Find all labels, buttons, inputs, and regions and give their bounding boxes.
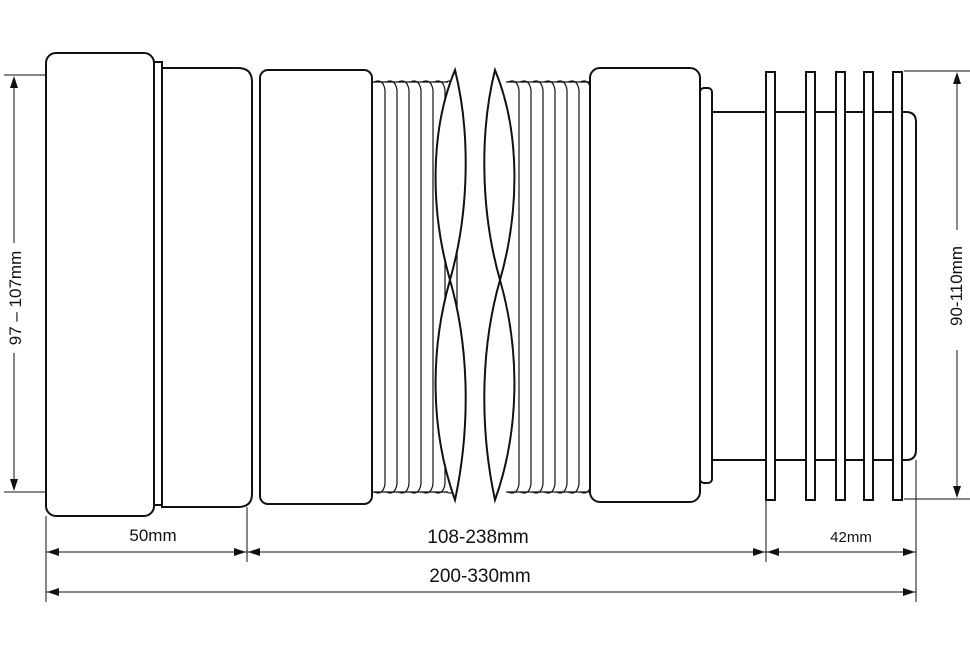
right-sleeve bbox=[589, 67, 713, 503]
outlet-diameter-label: 90-110mm bbox=[947, 246, 966, 326]
corrugation-rib bbox=[421, 80, 434, 494]
left-sleeve bbox=[259, 69, 373, 505]
total-length-dimension: 200-330mm bbox=[46, 566, 916, 596]
outlet-length-label: 42mm bbox=[830, 529, 872, 546]
inlet-cuff bbox=[45, 52, 253, 517]
corrugation-rib bbox=[543, 80, 556, 494]
inlet-diameter-label: 97 – 107mm bbox=[6, 251, 25, 346]
inlet-length-label: 50mm bbox=[129, 526, 176, 545]
corrugation-rib bbox=[555, 80, 568, 494]
corrugation-rib bbox=[373, 80, 386, 494]
inlet-diameter-dimension: 97 – 107mm bbox=[4, 74, 46, 493]
break-symbol bbox=[434, 66, 516, 504]
corrugation-rib bbox=[433, 80, 446, 494]
total-length-label: 200-330mm bbox=[429, 566, 530, 587]
corrugation-rib bbox=[409, 80, 422, 494]
corrugation-rib bbox=[397, 80, 410, 494]
corrugated-section bbox=[372, 80, 592, 494]
corrugation-rib bbox=[507, 80, 520, 494]
corrugated-length-dimension: 108-238mm bbox=[247, 527, 766, 556]
extension-lines bbox=[45, 460, 917, 602]
corrugation-rib bbox=[519, 80, 532, 494]
outlet-length-dimension: 42mm bbox=[766, 529, 916, 556]
corrugated-length-label: 108-238mm bbox=[427, 527, 528, 548]
inlet-length-dimension: 50mm bbox=[46, 526, 247, 556]
corrugation-rib bbox=[567, 80, 580, 494]
corrugation-rib bbox=[531, 80, 544, 494]
outlet-diameter-dimension: 90-110mm bbox=[904, 70, 970, 500]
outlet-spigot bbox=[711, 71, 917, 501]
corrugation-rib bbox=[385, 80, 398, 494]
